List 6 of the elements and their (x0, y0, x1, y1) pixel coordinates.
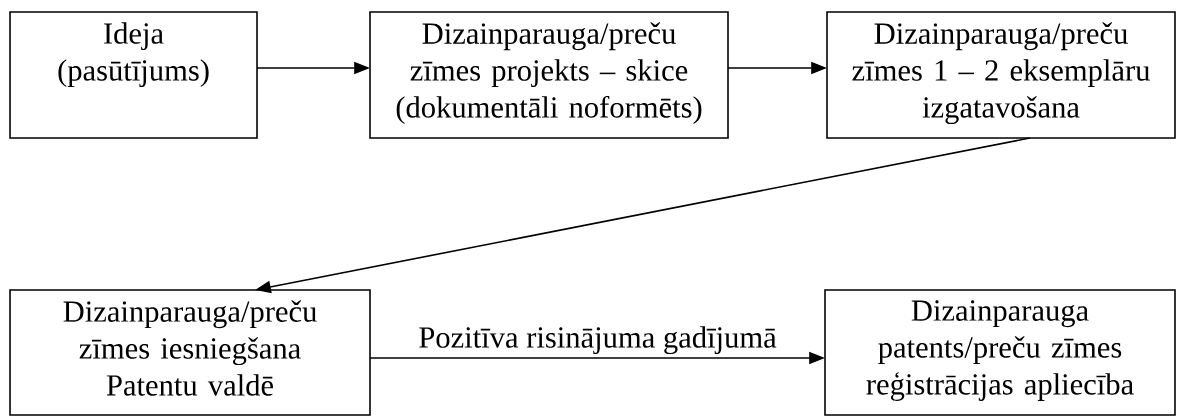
process-box: Dizainparauga/preču zīmes projekts – skice (dokumentāli noformēts) (369, 11, 729, 139)
process-box: Dizainparauga patents/preču zīmes reģistrācijas apliecība (824, 289, 1176, 416)
process-box: Dizainparauga/preču zīmes iesniegšana Patentu valdē (9, 289, 371, 416)
process-box: Dizainparauga/preču zīmes 1 – 2 eksemplāru izgatavošana (826, 11, 1176, 139)
edge-label: Pozitīva risinājuma gadījumā (416, 324, 779, 356)
process-box: Ideja (pasūtījums) (9, 11, 258, 139)
